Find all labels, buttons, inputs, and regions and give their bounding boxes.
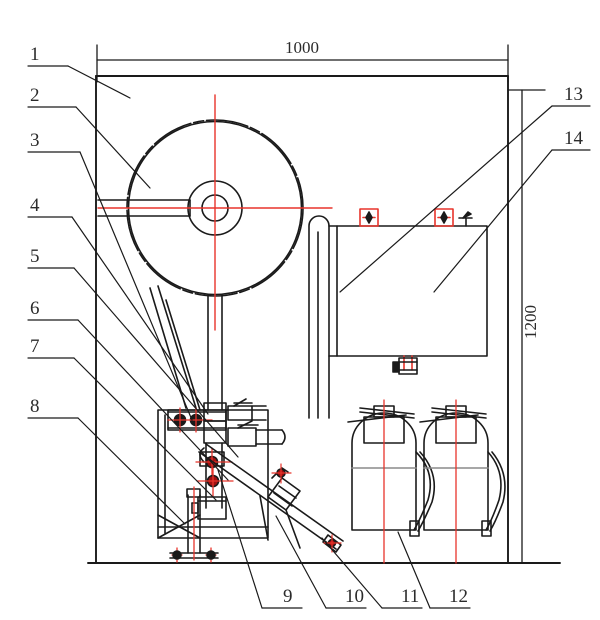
foam-tank <box>328 225 488 357</box>
reel-discharge-pipe <box>308 215 330 419</box>
outer-frame <box>87 75 561 564</box>
callout-12: 12 <box>449 586 468 607</box>
spray-nozzle-lance <box>198 443 344 553</box>
callout-6: 6 <box>30 298 40 319</box>
callout-1: 1 <box>30 44 40 65</box>
extinguisher-right <box>419 399 506 564</box>
callout-14: 14 <box>564 128 584 149</box>
tank-top-fitting-right <box>434 208 454 227</box>
callout-11: 11 <box>401 586 419 607</box>
leader-lines-bottom <box>217 469 471 609</box>
dimension-width-value: 1000 <box>285 38 319 57</box>
callout-5: 5 <box>30 246 40 267</box>
callout-2: 2 <box>30 85 40 106</box>
callout-3: 3 <box>30 130 40 151</box>
tank-top-fitting-left <box>359 208 379 227</box>
reel-centerlines <box>97 94 333 331</box>
leader-lines-right <box>339 105 591 293</box>
callout-7: 7 <box>30 336 40 357</box>
callout-9: 9 <box>283 586 293 607</box>
tank-outlet-valve <box>392 355 418 375</box>
hose-reel-drum <box>97 119 304 411</box>
valve-stack <box>191 442 234 520</box>
callout-10: 10 <box>345 586 364 607</box>
callout-4: 4 <box>30 195 40 216</box>
leader-lines-left <box>27 65 239 525</box>
callout-8: 8 <box>30 396 40 417</box>
extinguisher-left <box>347 399 436 564</box>
base-support <box>169 486 219 563</box>
dimension-height-value: 1200 <box>521 305 540 339</box>
callout-13: 13 <box>564 84 583 105</box>
tank-top-vent <box>458 211 473 227</box>
